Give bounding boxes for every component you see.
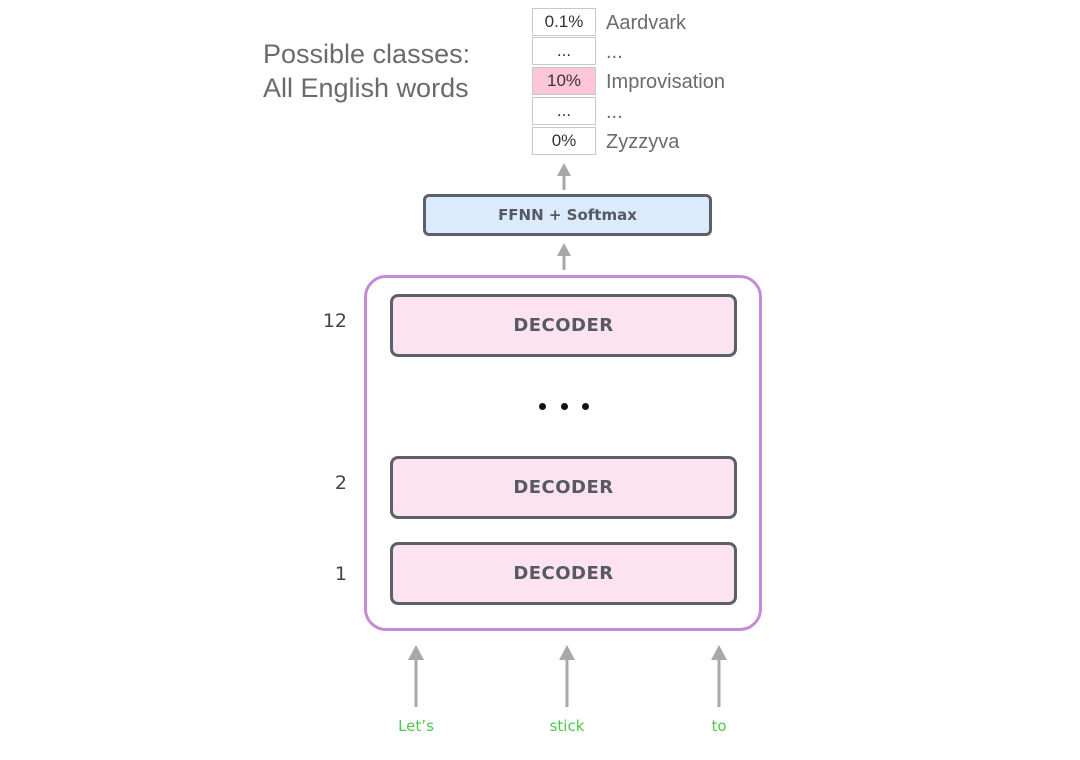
ellipsis-dot [582, 402, 589, 410]
stack-to-ffnn-arrow [557, 243, 571, 270]
input-arrow-1 [408, 645, 424, 707]
input-arrow-2 [559, 645, 575, 707]
decoder-block-2: DECODER [390, 456, 737, 519]
prob-cell-improvisation: 10% [532, 67, 596, 95]
prob-cell-ellipsis-1: ... [532, 37, 596, 65]
layers-ellipsis [539, 396, 589, 416]
ellipsis-dot [539, 402, 546, 410]
ffnn-softmax-box: FFNN + Softmax [423, 194, 712, 236]
layer-number-1: 1 [334, 563, 347, 585]
word-label-ellipsis-2: ... [606, 100, 623, 123]
prob-cell-zyzzyva: 0% [532, 127, 596, 155]
word-label-improvisation: Improvisation [606, 70, 725, 93]
prob-cell-ellipsis-2: ... [532, 97, 596, 125]
classes-heading-line1: Possible classes: [263, 39, 471, 69]
ffnn-to-table-arrow [557, 163, 571, 190]
word-label-aardvark: Aardvark [606, 11, 687, 34]
input-token-1: Let’s [398, 717, 434, 735]
input-token-3: to [711, 717, 727, 735]
classes-heading-line2: All English words [263, 73, 469, 103]
possible-classes-heading: Possible classes: All English words [263, 37, 470, 105]
layer-number-2: 2 [334, 472, 347, 494]
decoder-block-12: DECODER [390, 294, 737, 357]
layer-number-12: 12 [322, 310, 347, 332]
input-token-2: stick [549, 717, 585, 735]
decoder-block-1: DECODER [390, 542, 737, 605]
prob-cell-aardvark: 0.1% [532, 8, 596, 36]
word-label-ellipsis-1: ... [606, 40, 623, 63]
word-label-zyzzyva: Zyzzyva [606, 130, 680, 153]
input-arrow-3 [711, 645, 727, 707]
ellipsis-dot [560, 402, 568, 410]
